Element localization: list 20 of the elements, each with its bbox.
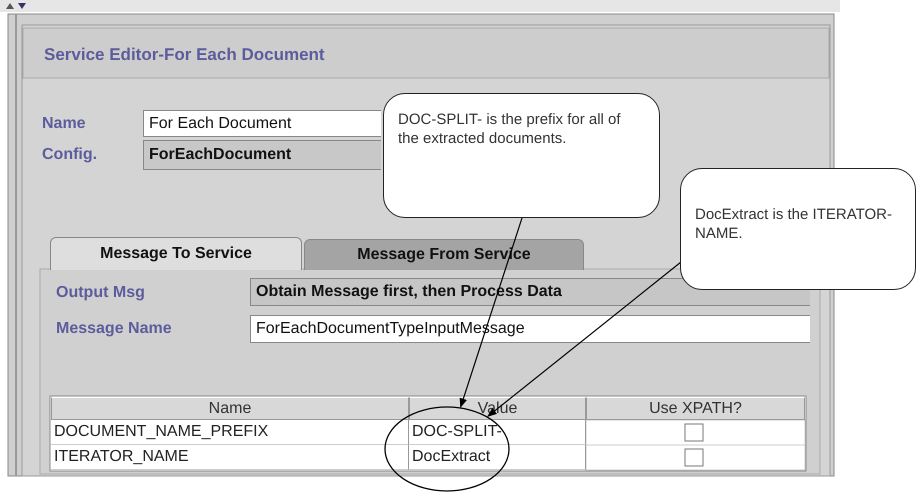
tab: Message To Service [50, 237, 302, 270]
table-cell: DocExtract [409, 445, 586, 470]
input-field: For Each Document [143, 110, 381, 137]
field-label: Name [42, 114, 87, 134]
arrow [487, 262, 682, 417]
field-label: Message Name [56, 319, 173, 339]
column-header: Use XPATH? [586, 397, 805, 420]
callout-text: DocExtract is the ITERATOR-NAME. [695, 205, 893, 243]
arrow [460, 218, 523, 408]
table-cell: DOC-SPLIT- [409, 420, 586, 445]
field-label: Output Msg [56, 283, 146, 303]
callout-box [680, 168, 916, 290]
column-header: Name [51, 397, 409, 420]
callout-text: DOC-SPLIT- is the prefix for all of the extracted documents. [398, 110, 622, 148]
field-label: Config. [42, 145, 98, 165]
callout-box [383, 93, 660, 218]
window-title: Service Editor-For Each Document [44, 44, 326, 66]
table-cell: DOCUMENT_NAME_PREFIX [51, 420, 409, 445]
table-cell: ITERATOR_NAME [51, 445, 409, 470]
input-field: ForEachDocument [143, 140, 381, 170]
